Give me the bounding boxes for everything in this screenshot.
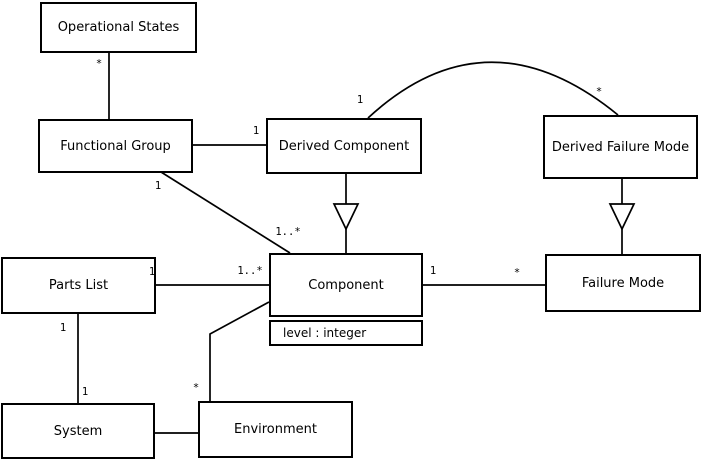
class-box-parts-list[interactable]: Parts List (1, 257, 156, 314)
class-box-derived-failure-mode[interactable]: Derived Failure Mode (543, 115, 698, 179)
class-name-label: Component (308, 277, 384, 293)
multiplicity-partslist-system-upper: 1 (59, 322, 67, 334)
multiplicity-component-failuremode-star: * (513, 267, 521, 279)
class-attribute-box-component[interactable]: level : integer (269, 320, 423, 346)
class-name-label: Operational States (57, 20, 180, 35)
multiplicity-partslist-component-one: 1 (148, 266, 156, 278)
association-environment-component (209, 301, 270, 401)
class-name-label: System (53, 423, 103, 439)
class-name-label: Parts List (48, 278, 109, 293)
class-name-label: Functional Group (60, 138, 171, 154)
attribute-label: level : integer (283, 326, 367, 340)
association-arc-dcomponent-dfailuremode (367, 61, 619, 119)
association-fgroup-component (160, 171, 291, 254)
multiplicity-fgroup-dcomponent: 1 (252, 125, 260, 137)
class-name-label: Derived Failure Mode (551, 139, 690, 155)
class-box-operational-states[interactable]: Operational States (40, 2, 197, 53)
multiplicity-fgroup-component-many: 1..* (275, 226, 301, 238)
multiplicity-fgroup-component-one: 1 (154, 180, 162, 192)
class-name-label: Environment (233, 422, 317, 437)
multiplicity-component-failuremode-one: 1 (429, 265, 437, 277)
class-box-environment[interactable]: Environment (198, 401, 353, 458)
multiplicity-arc-dcomponent: 1 (356, 94, 364, 106)
multiplicity-environment-component: * (192, 382, 200, 394)
multiplicity-arc-dfailuremode: * (595, 86, 603, 98)
class-box-failure-mode[interactable]: Failure Mode (545, 254, 701, 312)
class-name-label: Derived Component (278, 138, 410, 154)
class-name-label: Failure Mode (581, 275, 665, 291)
multiplicity-partslist-component-many: 1..* (237, 265, 263, 277)
class-box-derived-component[interactable]: Derived Component (266, 118, 422, 174)
class-box-system[interactable]: System (1, 403, 155, 459)
generalization-arrow-dcomponent-icon (332, 203, 360, 231)
multiplicity-partslist-system-lower: 1 (81, 386, 89, 398)
class-box-component[interactable]: Component (269, 253, 423, 317)
class-box-functional-group[interactable]: Functional Group (38, 119, 193, 173)
multiplicity-opstates-fgroup: * (95, 58, 103, 70)
generalization-arrow-dfailuremode-icon (608, 203, 636, 231)
